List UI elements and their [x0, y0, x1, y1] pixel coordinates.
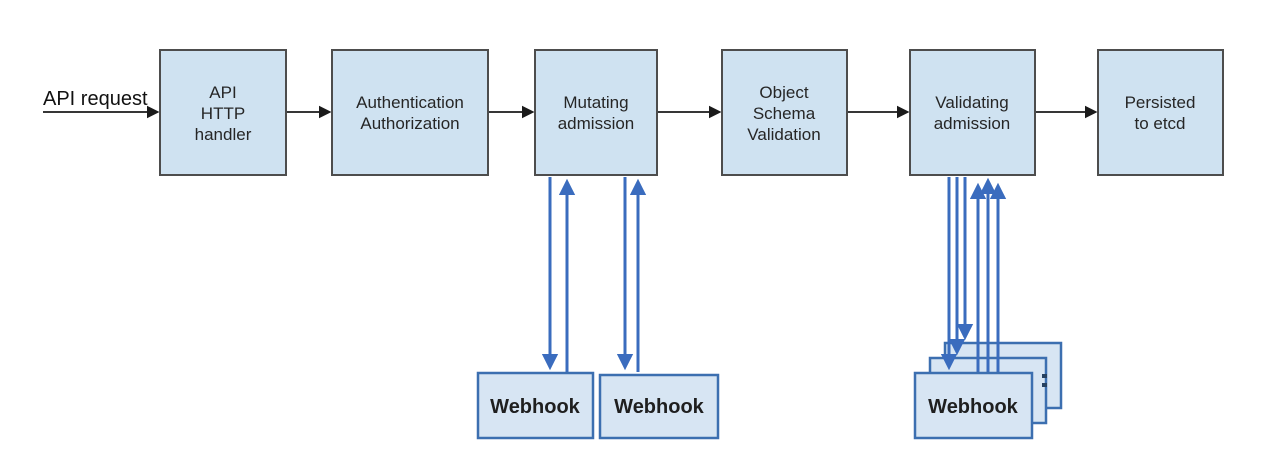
stage-label-line: admission	[934, 114, 1011, 133]
stage-validating-admission: Validating admission	[909, 49, 1036, 176]
stage-persisted-to-etcd: Persisted to etcd	[1097, 49, 1224, 176]
stage-label-line: API	[209, 83, 236, 102]
webhook-box	[476, 371, 595, 440]
stage-box	[159, 49, 287, 176]
stage-label-line: Persisted	[1125, 93, 1196, 112]
stage-box	[534, 49, 658, 176]
stage-mutating-admission: Mutating admission	[534, 49, 658, 176]
stage-label-line: Object	[759, 83, 808, 102]
webhook-label: Webhook	[614, 396, 705, 418]
stage-label-line: to etcd	[1134, 114, 1185, 133]
stage-api-http-handler: API HTTP handler	[159, 49, 287, 176]
stage-label-line: HTTP	[201, 104, 245, 123]
stage-object-schema-validation: Object Schema Validation	[721, 49, 848, 176]
webhook-label: Webhook	[928, 396, 1019, 418]
mutating-webhook-2: Webhook	[598, 373, 720, 440]
stage-label-line: handler	[195, 125, 252, 144]
stage-label-line: admission	[558, 114, 635, 133]
stage-box	[909, 49, 1036, 176]
stage-box	[721, 49, 848, 176]
stage-label-line: Authorization	[360, 114, 459, 133]
validating-webhook-arrows	[940, 177, 1007, 373]
vertical-ellipsis-icon	[1042, 374, 1047, 387]
webhook-label: Webhook	[490, 396, 581, 418]
api-request-label: API request	[43, 88, 148, 110]
mutating-webhook-arrows	[541, 177, 647, 372]
webhook-box	[913, 371, 1034, 440]
validating-webhook-front: Webhook	[913, 371, 1034, 440]
stage-box	[331, 49, 489, 176]
stage-label-line: Validation	[747, 125, 820, 144]
mutating-webhook-1: Webhook	[476, 371, 595, 440]
stage-label-line: Mutating	[563, 93, 628, 112]
stage-label-line: Schema	[753, 104, 816, 123]
stage-box	[1097, 49, 1224, 176]
stage-label-line: Validating	[935, 93, 1008, 112]
webhook-box	[598, 373, 720, 440]
stage-label-line: Authentication	[356, 93, 464, 112]
stage-authentication-authorization: Authentication Authorization	[331, 49, 489, 176]
